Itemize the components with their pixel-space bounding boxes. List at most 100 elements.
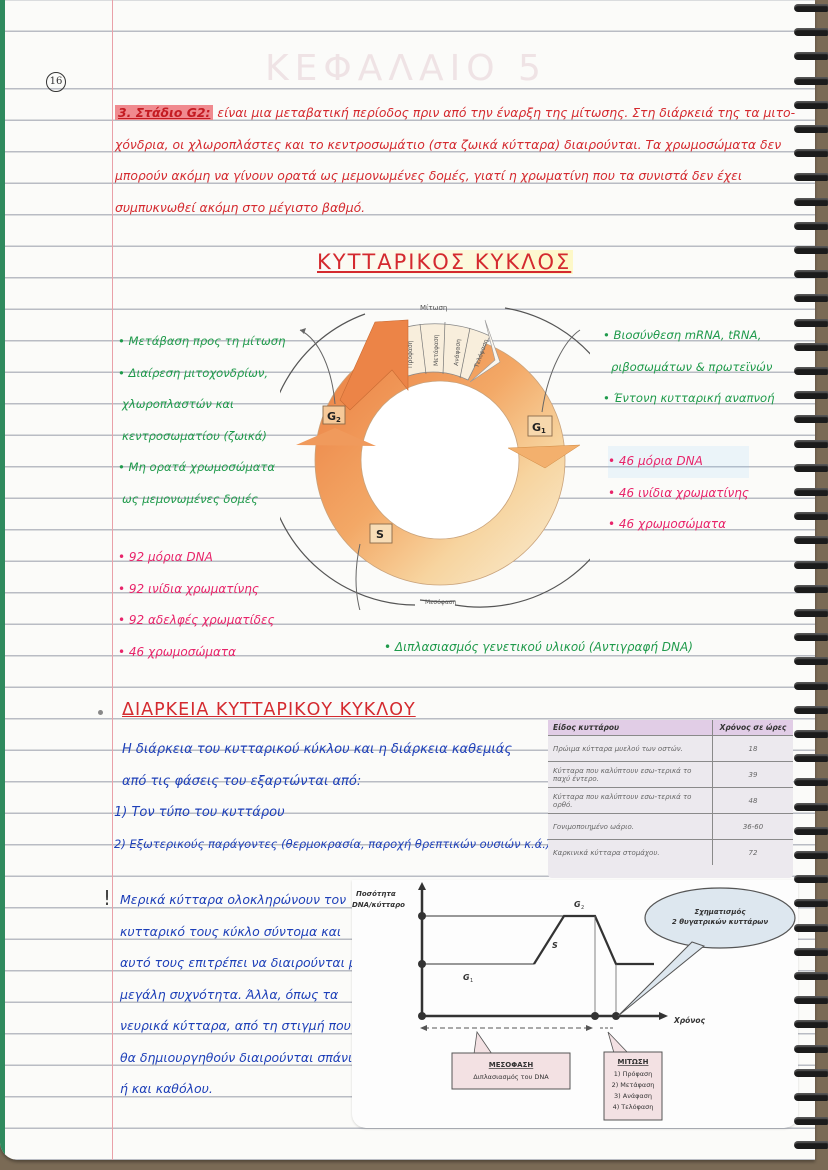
margin-line [112,0,113,1160]
table-row: Κύτταρα που καλύπτουν εσω-τερικά το ορθό… [548,787,793,814]
svg-text:DNA/κύτταρο: DNA/κύτταρο [352,901,405,909]
spiral-ring [794,149,828,158]
list-item: • 46 μόρια DNA [608,446,749,478]
exclamation-mark: ! [103,886,112,910]
list-item: • 46 ινίδια χρωματίνης [608,485,749,500]
spiral-ring [794,802,828,811]
svg-text:Μίτωση: Μίτωση [420,304,447,312]
spiral-ring [794,730,828,738]
spiral-ring [794,173,828,182]
g2-label: 3. Στάδιο G2: [115,105,214,120]
table-row: Καρκινικά κύτταρα στομάχου.72 [548,839,793,865]
spiral-binding [788,0,828,1170]
duration-text: Η διάρκεια του κυτταρικού κύκλου και η δ… [114,734,550,860]
spiral-ring [794,536,828,545]
g1-counts: • 46 μόρια DNA • 46 ινίδια χρωματίνης • … [608,446,749,541]
spiral-ring [794,681,828,690]
list-item: • 92 μόρια DNA [118,550,213,564]
g2-line-3: μπορούν ακόμη να γίνουν ορατά ως μεμονωμ… [115,168,743,183]
text-line: 2) Εξωτερικούς παράγοντες (θερμοκρασία, … [114,836,551,851]
g2-notes: • Μετάβαση προς τη μίτωση • Διαίρεση μιτ… [118,326,285,516]
list-item: • 92 ινίδια χρωματίνης [118,581,259,596]
svg-text:G: G [574,900,581,909]
spiral-ring [794,270,828,279]
spiral-ring [794,415,828,424]
spiral-ring [794,512,828,521]
svg-text:1: 1 [541,427,546,435]
spiral-ring [794,197,828,206]
spiral-ring [794,851,828,859]
spiral-ring [794,294,828,303]
spiral-ring [794,52,828,61]
duration-title: ΔΙΑΡΚΕΙΑ ΚΥΤΤΑΡΙΚΟΥ ΚΥΚΛΟΥ [122,700,416,720]
spiral-ring [794,875,828,884]
g2-paragraph: 3. Στάδιο G2: είναι μια μεταβατική περίο… [115,97,795,223]
bullet [98,710,103,715]
text-line: νευρικά κύτταρα, από τη στιγμή που [120,1018,351,1033]
spiral-ring [794,899,828,908]
spiral-ring [794,28,828,37]
spiral-ring [794,100,828,109]
spiral-ring [794,463,828,472]
text-line: μεγάλη συχνότητα. Άλλα, όπως τα [120,986,339,1002]
spiral-ring [794,1068,828,1077]
svg-text:S: S [376,528,384,541]
table-row: Πρώιμα κύτταρα μυελού των οστών.18 [548,735,793,762]
list-item: κεντροσωματίου (ζωικά) [122,428,267,443]
spiral-ring [794,826,828,835]
spiral-ring [794,972,828,980]
list-item: • Διαίρεση μιτοχονδρίων, [118,365,268,380]
svg-text:Μετάφαση: Μετάφαση [433,334,440,366]
notebook-page: ΚΕΦΑΛΑΙΟ 5 16 3. Στάδιο G2: είναι μια με… [0,0,815,1160]
svg-text:G: G [532,421,541,434]
text-line: θα δημιουργηθούν διαιρούνται σπάνια [120,1049,361,1065]
svg-text:2) Μετάφαση: 2) Μετάφαση [612,1081,655,1089]
spiral-ring [794,1117,828,1126]
text-line: Η διάρκεια του κυτταρικού κύκλου και η δ… [122,742,512,757]
spiral-ring [794,1044,828,1053]
svg-text:3) Ανάφαση: 3) Ανάφαση [614,1092,652,1100]
spiral-ring [794,657,828,666]
spiral-ring [794,221,828,230]
spiral-ring [794,560,828,569]
note-text: Μερικά κύτταρα ολοκληρώνουν τον κυτταρικ… [120,884,364,1105]
svg-text:G: G [463,973,470,982]
svg-text:G: G [327,410,336,423]
s-phase-note: • Διπλασιασμός γενετικού υλικού (Αντιγρα… [384,640,693,654]
svg-text:Ανάφαση: Ανάφαση [453,339,462,367]
svg-text:Ποσότητα: Ποσότητα [356,890,396,898]
svg-text:ΜΙΤΩΣΗ: ΜΙΤΩΣΗ [618,1058,649,1066]
spiral-ring [794,996,828,1005]
list-item: ριβοσωμάτων & πρωτεϊνών [611,359,773,374]
list-item: • 46 χρωμοσώματα [118,644,237,659]
spiral-ring [794,488,828,496]
text-line: 1) Τον τύπο του κυττάρου [114,805,285,821]
g2-line-1: 3. Στάδιο G2: είναι μια μεταβατική περίο… [115,97,795,129]
svg-text:2: 2 [336,416,341,424]
g2-box [322,405,346,425]
text-line: ή και καθόλου. [120,1081,213,1096]
spiral-ring [794,1141,828,1150]
spiral-ring [794,367,828,375]
spiral-ring [794,439,828,448]
list-item: • Έντονη κυτταρική αναπνοή [603,391,775,406]
g2-line-2: χόνδρια, οι χλωροπλάστες και το κεντροσω… [115,136,782,152]
g2-counts: • 92 μόρια DNA • 92 ινίδια χρωματίνης • … [118,542,275,668]
svg-text:S: S [552,941,558,950]
g2-line-4: συμπυκνωθεί ακόμη στο μέγιστο βαθμό. [115,199,366,215]
g1-notes: • Βιοσύνθεση mRNA, tRNA, ριβοσωμάτων & π… [603,320,774,415]
cell-duration-table: Είδος κυττάρου Χρόνος σε ώρες Πρώιμα κύτ… [548,720,793,878]
spiral-ring [794,754,828,763]
list-item: • Μετάβαση προς τη μίτωση [118,334,286,348]
svg-text:1: 1 [470,978,473,984]
svg-text:Πρόφαση: Πρόφαση [407,340,414,368]
x-axis-label: Χρόνος [673,1016,706,1025]
spiral-ring [794,923,828,932]
text-line: αυτό τους επιτρέπει να διαιρούνται με [120,955,364,970]
table-row: Κύτταρα που καλύπτουν εσω-τερικά το παχύ… [548,761,793,788]
svg-text:1) Πρόφαση: 1) Πρόφαση [614,1070,653,1078]
page-edge [0,0,5,1160]
